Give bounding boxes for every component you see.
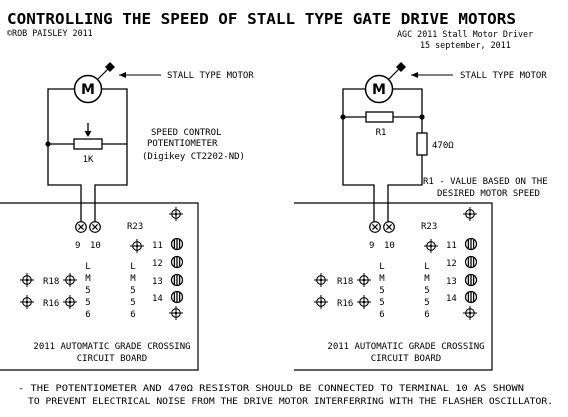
r1-note-2: DESIRED MOTOR SPEED bbox=[437, 189, 540, 199]
terminal-10-label: 10 bbox=[384, 241, 395, 251]
board-name-2: CIRCUIT BOARD bbox=[77, 354, 147, 364]
ic-char: 6 bbox=[424, 310, 429, 320]
ic-char: L bbox=[85, 262, 90, 272]
r1-label: R1 bbox=[376, 128, 387, 138]
ic-char: 5 bbox=[424, 298, 429, 308]
r16-label: R16 bbox=[43, 299, 59, 309]
project-name: AGC 2011 Stall Motor Driver bbox=[397, 29, 533, 39]
arrow-left-icon bbox=[410, 71, 454, 79]
ic-char: M bbox=[379, 274, 385, 284]
motor-label: STALL TYPE MOTOR bbox=[167, 71, 254, 81]
r16-label: R16 bbox=[337, 299, 353, 309]
ic-char: 5 bbox=[379, 298, 384, 308]
arrow-left-icon bbox=[118, 71, 162, 79]
terminal-9-label: 9 bbox=[369, 241, 374, 251]
pot-part-number: (Digikey CT2202-ND) bbox=[142, 152, 245, 162]
terminal-13-label: 13 bbox=[446, 277, 457, 287]
r1-note-1: R1 - VALUE BASED ON THE bbox=[423, 177, 548, 187]
ic-char: M bbox=[424, 274, 430, 284]
r18-label: R18 bbox=[43, 277, 59, 287]
terminal-10-label: 10 bbox=[90, 241, 101, 251]
resistor-icon bbox=[416, 132, 428, 156]
ic-char: 5 bbox=[130, 286, 135, 296]
resistor-icon bbox=[365, 111, 394, 123]
r18-label: R18 bbox=[337, 277, 353, 287]
terminal-9-label: 9 bbox=[75, 241, 80, 251]
ic-char: M bbox=[85, 274, 91, 284]
pot-value-label: 1K bbox=[83, 155, 94, 165]
circuit-board-left: 9 10 R23 11 12 13 14 R18 R16 L M 5 5 6 L… bbox=[0, 203, 198, 370]
ic-char: L bbox=[130, 262, 135, 272]
board-name-1: 2011 AUTOMATIC GRADE CROSSING bbox=[33, 342, 190, 352]
terminal-12-label: 12 bbox=[152, 259, 163, 269]
pot-title-2: POTENTIOMETER bbox=[147, 139, 218, 149]
r23-label: R23 bbox=[421, 222, 437, 232]
r23-label: R23 bbox=[127, 222, 143, 232]
ic-char: 5 bbox=[85, 286, 90, 296]
board-name-2: CIRCUIT BOARD bbox=[371, 354, 441, 364]
ic-char: 5 bbox=[379, 286, 384, 296]
page-title: CONTROLLING THE SPEED OF STALL TYPE GATE… bbox=[7, 10, 516, 28]
motor-symbol: M bbox=[372, 82, 386, 98]
ic-char: L bbox=[424, 262, 429, 272]
ic-char: M bbox=[130, 274, 136, 284]
terminal-14-label: 14 bbox=[152, 294, 163, 304]
ic-char: 6 bbox=[379, 310, 384, 320]
ic-char: 5 bbox=[130, 298, 135, 308]
ic-char: 6 bbox=[130, 310, 135, 320]
board-name-1: 2011 AUTOMATIC GRADE CROSSING bbox=[327, 342, 484, 352]
potentiometer-icon bbox=[73, 138, 103, 150]
date-text: 15 september, 2011 bbox=[420, 40, 511, 50]
ic-char: L bbox=[379, 262, 384, 272]
ic-char: 5 bbox=[85, 298, 90, 308]
ic-char: 5 bbox=[424, 286, 429, 296]
ic-char: 6 bbox=[85, 310, 90, 320]
terminal-11-label: 11 bbox=[446, 241, 457, 251]
pot-title-1: SPEED CONTROL bbox=[151, 128, 221, 138]
footnote-line-1: - THE POTENTIOMETER AND 470Ω RESISTOR SH… bbox=[18, 383, 524, 393]
terminal-13-label: 13 bbox=[152, 277, 163, 287]
terminal-12-label: 12 bbox=[446, 259, 457, 269]
right-circuit: M R1 470Ω STALL TYPE MOTOR R1 - VALUE BA… bbox=[340, 61, 548, 222]
motor-symbol: M bbox=[81, 82, 95, 98]
terminal-14-label: 14 bbox=[446, 294, 457, 304]
footnote-line-2: TO PREVENT ELECTRICAL NOISE FROM THE DRI… bbox=[28, 396, 553, 406]
left-circuit: M 1K STALL TYPE MOTOR SPEED CONTROL POTE… bbox=[45, 61, 254, 222]
resistor-value-label: 470Ω bbox=[432, 141, 454, 151]
copyright-text: ©ROB PAISLEY 2011 bbox=[7, 28, 93, 38]
motor-label: STALL TYPE MOTOR bbox=[460, 71, 547, 81]
terminal-11-label: 11 bbox=[152, 241, 163, 251]
circuit-board-right: 9 10 R23 11 12 13 14 R18 R16 L M 5 5 6 L… bbox=[294, 203, 492, 370]
